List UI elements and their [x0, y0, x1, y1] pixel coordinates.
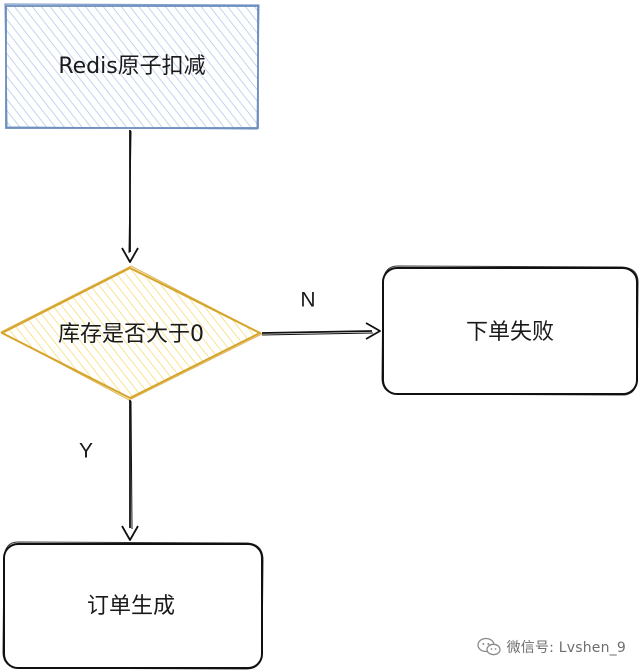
watermark: 微信号: Lvshen_9: [476, 636, 626, 658]
start-node: Redis原子扣减: [4, 3, 260, 130]
watermark-text: 微信号: Lvshen_9: [506, 640, 626, 656]
fail-node: 下单失败: [381, 265, 639, 396]
edge-start-to-decision: [121, 130, 139, 263]
edge-label-no: N: [300, 289, 315, 312]
start-node-label: Redis原子扣减: [58, 54, 205, 79]
success-node-label: 订单生成: [87, 594, 175, 619]
edge-decision-to-fail: N: [261, 289, 381, 340]
arrowhead: [121, 247, 139, 263]
arrowhead: [365, 322, 381, 340]
edge-decision-to-success: Y: [79, 400, 139, 541]
decision-node-label: 库存是否大于0: [58, 322, 204, 347]
decision-node: 库存是否大于0: [0, 265, 263, 401]
wechat-icon: [476, 637, 501, 657]
fail-node-label: 下单失败: [466, 320, 554, 345]
edge-label-yes: Y: [79, 440, 93, 463]
arrowhead: [121, 525, 139, 541]
success-node: 订单生成: [2, 541, 264, 670]
